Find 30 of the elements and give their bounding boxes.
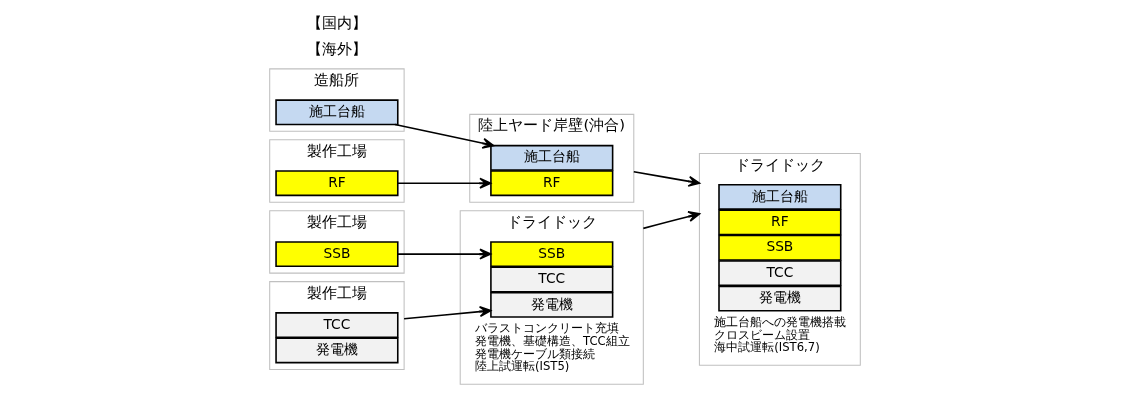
node-label: 施工台船への発電機搭載 bbox=[713, 314, 846, 329]
arrow bbox=[393, 123, 494, 149]
node-label: クロスビーム設置 bbox=[713, 327, 810, 342]
node-box: 施工台船 bbox=[489, 144, 613, 171]
label: 【海外】 bbox=[306, 39, 367, 57]
node-label: 発電機、基礎構造、TCC組立 bbox=[474, 333, 630, 348]
node-box: SSB bbox=[274, 241, 399, 268]
node-label: 発電機ケーブル類接続 bbox=[474, 346, 595, 361]
arrow bbox=[642, 211, 700, 230]
arrow bbox=[396, 248, 491, 260]
node-label: バラストコンクリート充填 bbox=[474, 321, 619, 336]
label: 【国内】 bbox=[306, 14, 367, 32]
node-box: SSB bbox=[489, 241, 613, 268]
node-box: 施工台船 bbox=[717, 183, 841, 210]
arrow bbox=[402, 306, 491, 320]
node-box: TCC bbox=[489, 266, 613, 293]
node-box: 発電機 bbox=[717, 285, 841, 312]
node-box: RF bbox=[489, 170, 613, 197]
node-box: 発電機 bbox=[274, 337, 399, 364]
node-box: TCC bbox=[717, 260, 841, 287]
node-box: 施工台船 bbox=[274, 99, 399, 126]
arrow bbox=[396, 177, 491, 189]
node-box: 発電機 bbox=[489, 291, 613, 318]
node-box: RF bbox=[717, 209, 841, 236]
node-label: 海中試運転(IST6,7) bbox=[713, 340, 820, 355]
node-box: TCC bbox=[274, 312, 399, 338]
node-box: SSB bbox=[717, 234, 841, 261]
arrow bbox=[632, 171, 700, 187]
node-box: RF bbox=[274, 170, 399, 197]
node-label: 陸上試運転(IST5) bbox=[474, 359, 569, 374]
